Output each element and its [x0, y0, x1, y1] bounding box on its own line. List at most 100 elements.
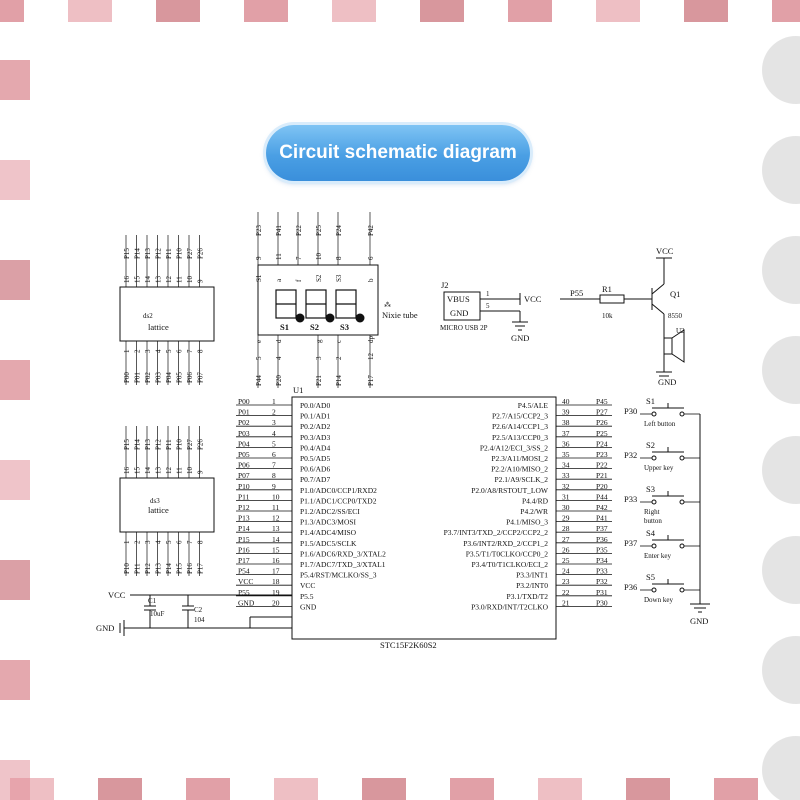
- mcu-left-num: 8: [272, 471, 276, 480]
- bg-tile: [762, 36, 800, 104]
- bg-tile: [714, 778, 758, 800]
- matrix-bottom-num: 8: [197, 540, 205, 544]
- matrix-bottom-port: P06: [186, 372, 194, 383]
- mcu-right-port: P25: [596, 429, 608, 438]
- matrix-bottom-num: 1: [123, 540, 131, 544]
- mcu-left-func: P1.4/ADC4/MISO: [300, 528, 357, 537]
- mcu-right-func: P4.2/WR: [520, 507, 548, 516]
- mcu-left-num: 13: [272, 524, 280, 533]
- mcu-right-port: P45: [596, 397, 608, 406]
- key-label: Enter key: [644, 552, 672, 560]
- mcu-left-port: P17: [238, 556, 250, 565]
- cap-c2: C2: [194, 606, 203, 614]
- mcu-right-port: P20: [596, 482, 608, 491]
- nixie-bottom-seg: d: [275, 339, 283, 343]
- mcu-left-port: P01: [238, 408, 250, 417]
- mcu-right-port: P31: [596, 588, 608, 597]
- mcu-left-func: P0.1/AD1: [300, 412, 330, 421]
- mcu-right-func: P2.0/A8/RSTOUT_LOW: [471, 486, 549, 495]
- nixie-bottom-port: P14: [335, 375, 343, 386]
- nixie-bottom-port: P20: [275, 375, 283, 386]
- usb-vcc: VCC: [524, 294, 542, 304]
- nixie-bottom-num: 12: [367, 353, 375, 361]
- mcu-left-port: P13: [238, 514, 250, 523]
- mcu-right-port: P23: [596, 450, 608, 459]
- mcu-left-port: P04: [238, 439, 250, 448]
- page-title: Circuit schematic diagram: [266, 125, 530, 181]
- mcu-left-func: VCC: [300, 581, 315, 590]
- mcu-left-num: 17: [272, 567, 280, 576]
- matrix-bottom-num: 4: [155, 349, 163, 353]
- matrix-bottom-port: P07: [197, 372, 205, 383]
- usb-label: MICRO USB 2P: [440, 324, 488, 332]
- key-contact: [679, 411, 685, 417]
- mcu-right-func: P3.6/INT2/RXD_2/CCP1_2: [463, 539, 548, 548]
- matrix2-name: lattice: [148, 505, 169, 515]
- mcu-right-num: 25: [562, 556, 570, 565]
- mcu-left-num: 12: [272, 514, 280, 523]
- matrix-bottom-num: 1: [123, 349, 131, 353]
- nixie-top-seg: b: [367, 278, 375, 282]
- mcu-right-func: P3.1/TXD/T2: [507, 592, 549, 601]
- mcu-left-port: P10: [238, 482, 250, 491]
- matrix-bottom-num: 8: [197, 349, 205, 353]
- bg-tile: [98, 778, 142, 800]
- mcu-right-num: 29: [562, 514, 570, 523]
- key-contact: [679, 455, 685, 461]
- bg-tile: [684, 0, 728, 22]
- mcu-right-func: P2.4/A12/ECI_3/SS_2: [480, 443, 548, 452]
- mcu-right-port: P41: [596, 514, 608, 523]
- bg-tile: [538, 778, 582, 800]
- matrix-bottom-port: P11: [134, 563, 142, 574]
- key-label: Down key: [644, 596, 673, 604]
- mcu-left-func: P0.3/AD3: [300, 433, 330, 442]
- mcu-right-num: 28: [562, 524, 570, 533]
- bg-tile: [332, 0, 376, 22]
- key-contact: [651, 499, 657, 505]
- mcu-left-num: 6: [272, 450, 276, 459]
- mcu-left-func: P0.2/AD2: [300, 422, 330, 431]
- matrix-bottom-num: 4: [155, 540, 163, 544]
- mcu-left-func: P5.4/RST/MCLKO/SS_3: [300, 571, 377, 580]
- matrix-bottom-port: P16: [186, 563, 194, 574]
- matrix-top-port: P14: [134, 248, 142, 259]
- mcu-left-num: 4: [272, 429, 276, 438]
- bg-tile: [762, 436, 800, 504]
- bg-tile: [68, 0, 112, 22]
- mcu-right-num: 22: [562, 588, 570, 597]
- nixie-bottom-num: 5: [255, 356, 263, 360]
- bg-tile: [0, 0, 24, 22]
- mcu-left-port: P05: [238, 450, 250, 459]
- key-contact: [679, 543, 685, 549]
- nixie-dot: [295, 313, 305, 323]
- key-ref: S2: [646, 440, 655, 450]
- key-label: Upper key: [644, 464, 674, 472]
- nixie-bottom-num: 4: [275, 356, 283, 360]
- mcu-right-num: 35: [562, 450, 570, 459]
- key-label: Left button: [644, 420, 676, 428]
- nixie-icon: ⁂: [384, 301, 391, 309]
- matrix-top-port: P15: [123, 439, 131, 450]
- matrix-top-num: 16: [123, 467, 131, 475]
- mcu-right-port: P37: [596, 524, 608, 533]
- key-net: P32: [624, 450, 637, 460]
- nixie-top-seg: S2: [315, 274, 323, 282]
- nixie-bottom-port: P44: [255, 375, 263, 386]
- cap-c2-value: 104: [194, 616, 205, 624]
- matrix-top-port: P13: [144, 439, 152, 450]
- keys-ground-bus: [690, 414, 710, 613]
- matrix-bottom-num: 2: [134, 540, 142, 544]
- mcu-left-port: P12: [238, 503, 250, 512]
- nixie-dot: [325, 313, 335, 323]
- matrix-top-num: 13: [155, 467, 163, 475]
- dot-matrix-2: ds3 lattice 16P1515P1414P1313P1212P1111P…: [119, 426, 215, 576]
- mcu-left-port: P03: [238, 429, 250, 438]
- key-contact: [679, 587, 685, 593]
- mcu-left-func: P1.5/ADC5/SCLK: [300, 539, 357, 548]
- mcu-left-num: 18: [272, 577, 280, 586]
- mcu-right-port: P35: [596, 545, 608, 554]
- mcu-left-func: P0.7/AD7: [300, 475, 330, 484]
- matrix-top-num: 12: [165, 276, 173, 284]
- key-contact: [651, 587, 657, 593]
- matrix-bottom-port: P04: [165, 372, 173, 383]
